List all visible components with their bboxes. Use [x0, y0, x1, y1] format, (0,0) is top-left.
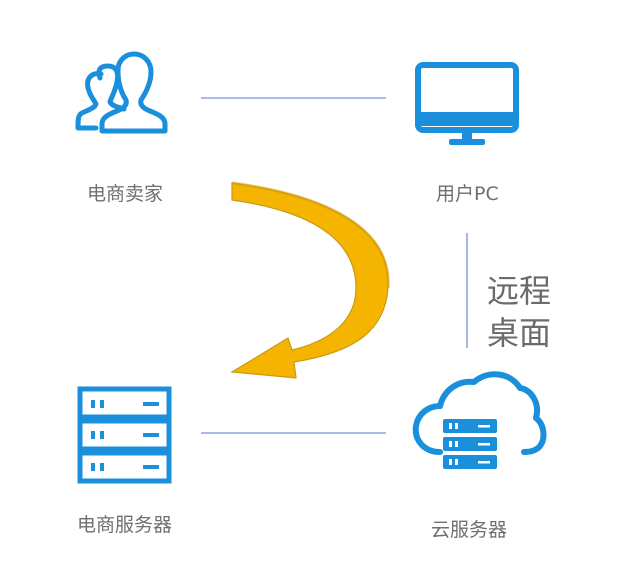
cloud-server-icon — [412, 371, 547, 469]
remote-desktop-line2: 桌面 — [487, 314, 552, 352]
server-rack-icon — [77, 386, 172, 484]
user-pc-label: 用户PC — [436, 183, 499, 205]
remote-desktop-label: 远程 桌面 — [487, 270, 551, 354]
ecommerce-server-label: 电商服务器 — [77, 514, 173, 536]
cloud-server-label: 云服务器 — [431, 519, 508, 541]
users-icon — [75, 51, 168, 134]
curved-arrow — [230, 181, 390, 379]
remote-desktop-line1: 远程 — [487, 272, 552, 310]
monitor-icon — [415, 62, 519, 145]
seller-label: 电商卖家 — [87, 183, 164, 205]
